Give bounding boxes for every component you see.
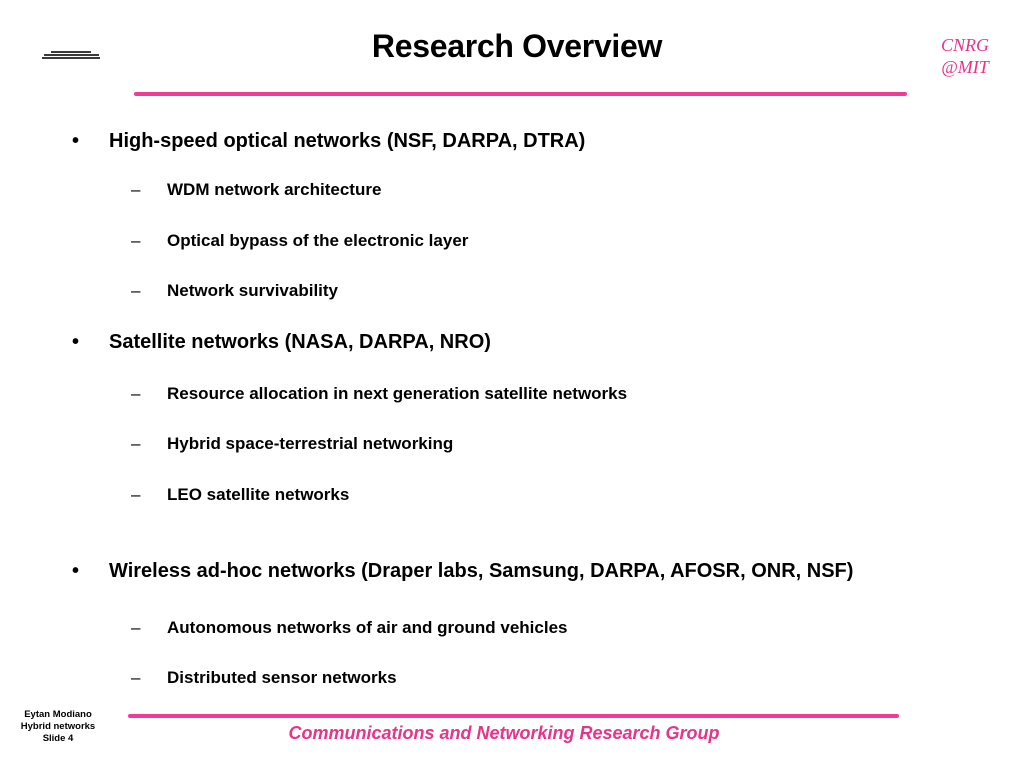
bullet-marker: • bbox=[72, 560, 80, 582]
page-title: Research Overview bbox=[371, 28, 663, 64]
sub-bullet-marker: – bbox=[131, 668, 141, 687]
logo-icon bbox=[42, 51, 100, 63]
footer-slide-number: Slide 4 bbox=[42, 733, 74, 744]
footer-info: Eytan Modiano Hybrid networks Slide 4 bbox=[8, 709, 108, 745]
sub-bullet-text: Optical bypass of the electronic layer bbox=[167, 231, 469, 250]
sub-bullet-text: Autonomous networks of air and ground ve… bbox=[167, 618, 568, 637]
cnrg-mit-tag: CNRG @MIT bbox=[930, 34, 1000, 78]
footer-topic: Hybrid networks bbox=[20, 721, 96, 732]
sub-bullet-text: LEO satellite networks bbox=[167, 485, 350, 504]
bullet-text: Wireless ad-hoc networks (Draper labs, S… bbox=[109, 560, 854, 582]
sub-bullet-marker: – bbox=[131, 434, 141, 453]
bottom-divider bbox=[128, 714, 899, 718]
cnrg-tag-line1: CNRG bbox=[940, 35, 989, 55]
footer-group-name: Communications and Networking Research G… bbox=[288, 723, 720, 743]
sub-bullet-marker: – bbox=[131, 231, 141, 250]
top-divider bbox=[134, 92, 907, 96]
cnrg-tag-line2: @MIT bbox=[941, 57, 989, 77]
sub-bullet-text: Distributed sensor networks bbox=[167, 668, 397, 687]
sub-bullet-text: Hybrid space-terrestrial networking bbox=[167, 434, 454, 453]
bullet-marker: • bbox=[72, 130, 80, 152]
sub-bullet-marker: – bbox=[131, 281, 141, 300]
bullet-list: • High-speed optical networks (NSF, DARP… bbox=[72, 130, 854, 687]
sub-bullet-text: WDM network architecture bbox=[167, 180, 382, 199]
sub-bullet-marker: – bbox=[131, 618, 141, 637]
sub-bullet-text: Network survivability bbox=[167, 281, 339, 300]
bullet-marker: • bbox=[72, 331, 80, 353]
bullet-text: High-speed optical networks (NSF, DARPA,… bbox=[109, 130, 586, 152]
bullet-text: Satellite networks (NASA, DARPA, NRO) bbox=[109, 331, 491, 353]
sub-bullet-text: Resource allocation in next generation s… bbox=[167, 384, 628, 403]
footer-author: Eytan Modiano bbox=[24, 709, 92, 720]
sub-bullet-marker: – bbox=[131, 485, 141, 504]
sub-bullet-marker: – bbox=[131, 180, 141, 199]
sub-bullet-marker: – bbox=[131, 384, 141, 403]
